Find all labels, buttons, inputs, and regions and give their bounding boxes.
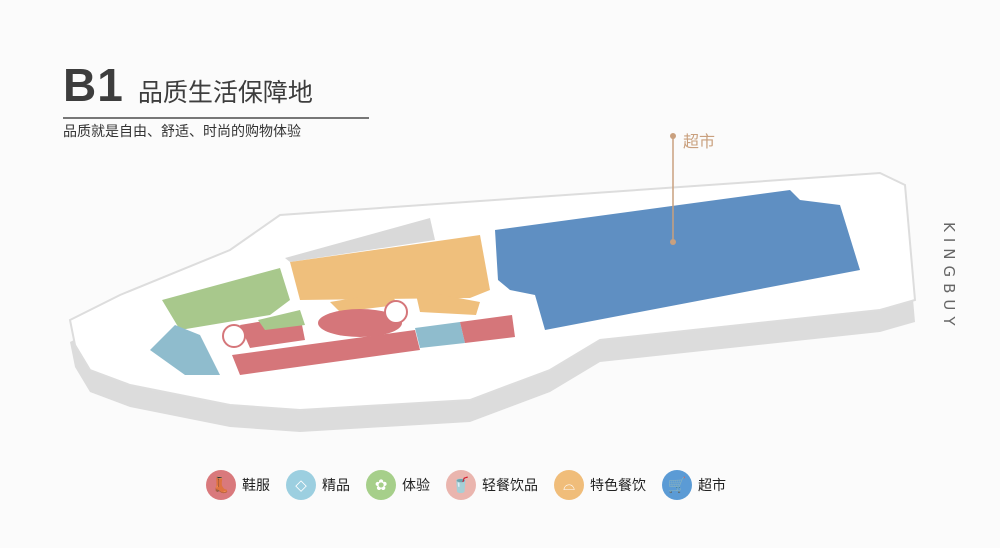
pin-label: 超市	[683, 132, 716, 151]
zone-experience[interactable]	[162, 268, 290, 330]
zone-apparel-lower[interactable]	[232, 330, 420, 375]
zone-apparel-right[interactable]	[460, 315, 515, 343]
zone-dining-right[interactable]	[415, 290, 480, 315]
legend-item-dining: ⌓ 特色餐饮	[554, 470, 646, 500]
escalator-icon	[222, 324, 246, 348]
pin-dot	[670, 239, 676, 245]
shoe-icon: 👢	[206, 470, 236, 500]
film-reel-icon: ✿	[366, 470, 396, 500]
legend-label: 鞋服	[242, 478, 270, 494]
legend-label: 精品	[322, 478, 350, 494]
zone-experience-small[interactable]	[258, 310, 305, 330]
zone-apparel-oval[interactable]	[318, 309, 402, 337]
zone-boutique-small[interactable]	[415, 322, 465, 348]
drink-cup-icon: 🥤	[446, 470, 476, 500]
zone-dining-top[interactable]	[290, 235, 490, 300]
zone-gray	[285, 218, 435, 262]
legend-item-supermarket: 🛒 超市	[662, 470, 726, 500]
diamond-icon: ◇	[286, 470, 316, 500]
legend-label: 轻餐饮品	[482, 478, 538, 494]
title-divider	[63, 117, 369, 119]
zone-supermarket[interactable]	[495, 190, 860, 330]
brand-label: KINGBUY	[940, 222, 958, 332]
legend: 👢 鞋服 ◇ 精品 ✿ 体验 🥤 轻餐饮品 ⌓ 特色餐饮 🛒 超市	[206, 470, 726, 500]
legend-label: 体验	[402, 478, 430, 494]
zone-dining-mid[interactable]	[330, 292, 398, 312]
cart-icon: 🛒	[662, 470, 692, 500]
legend-label: 特色餐饮	[590, 478, 646, 494]
legend-item-apparel: 👢 鞋服	[206, 470, 270, 500]
floor-subtitle: 品质就是自由、舒适、时尚的购物体验	[63, 124, 301, 140]
zone-boutique[interactable]	[150, 325, 220, 375]
legend-item-experience: ✿ 体验	[366, 470, 430, 500]
floor-label: B1	[63, 59, 124, 111]
legend-label: 超市	[698, 478, 726, 494]
floor-title: 品质生活保障地	[137, 78, 313, 107]
food-cloche-icon: ⌓	[554, 470, 584, 500]
legend-item-light-dining: 🥤 轻餐饮品	[446, 470, 538, 500]
page-title: B1 品质生活保障地	[63, 58, 313, 112]
legend-item-boutique: ◇ 精品	[286, 470, 350, 500]
escalator-icon	[384, 300, 408, 324]
pin-dot	[670, 133, 676, 139]
